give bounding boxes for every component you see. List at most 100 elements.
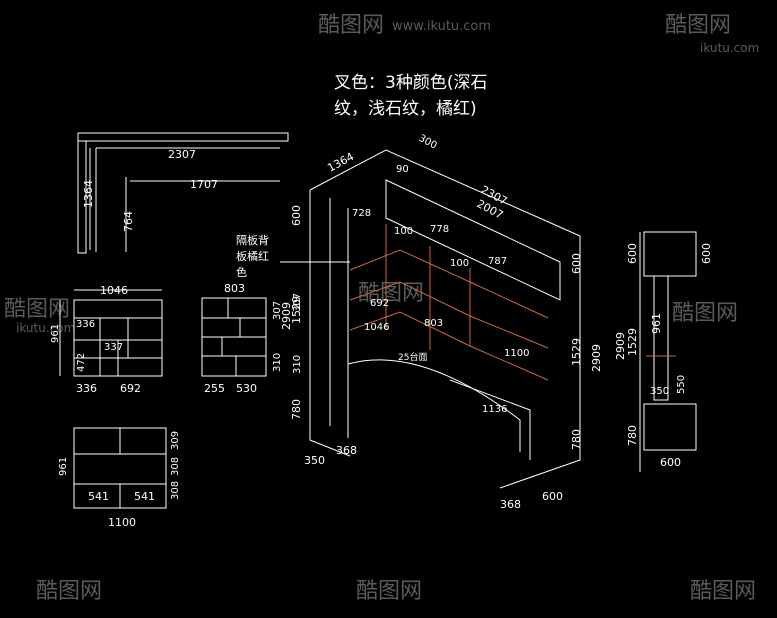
iso-left-panels [329, 198, 349, 438]
iso-left-307: 307 [292, 293, 303, 312]
elevation-c-308a: 308 [170, 457, 181, 476]
elevation-c-961: 961 [58, 457, 69, 476]
watermark-brand-bottom: 酷图网 [356, 579, 422, 604]
side-view-1529: 1529 [626, 328, 639, 356]
watermark-brand-right: 酷图网 [672, 301, 738, 326]
iso-dim-1046: 1046 [364, 322, 389, 333]
elevation-c-grid [74, 428, 166, 508]
side-view-2909: 2909 [614, 332, 627, 360]
iso-dim-1100: 1100 [504, 348, 529, 359]
watermark-url-left: ikutu.com [16, 321, 75, 335]
iso-right-2909: 2909 [590, 344, 603, 372]
iso-dim-100b: 100 [450, 258, 469, 269]
elevation-a-b692: 692 [120, 382, 141, 395]
watermark-url-top: www.ikutu.com [392, 19, 491, 34]
side-view-600-bottom: 600 [660, 456, 681, 469]
elevation-a-dims [59, 289, 162, 376]
elevation-c-541a: 541 [88, 490, 109, 503]
iso-left-2909: 2909 [280, 302, 293, 330]
elevation-a-472: 472 [76, 353, 87, 372]
elevation-b-310: 310 [272, 353, 283, 372]
side-view-column [653, 275, 669, 401]
iso-bottom-350: 350 [304, 454, 325, 467]
elevation-b-grid [202, 298, 266, 376]
elevation-c-541b: 541 [134, 490, 155, 503]
plan-inner-lines [89, 147, 280, 252]
callout-line2: 板橘红 [236, 249, 269, 263]
iso-dim-787: 787 [488, 256, 507, 267]
plan-dim-1364: 1364 [82, 180, 95, 208]
side-view-top-box [643, 231, 697, 277]
elevation-b-255: 255 [204, 382, 225, 395]
iso-dim-778: 778 [430, 224, 449, 235]
side-view-780: 780 [626, 425, 639, 446]
elevation-c [73, 427, 167, 509]
plan-dim-764: 764 [122, 211, 135, 232]
elevation-c-1100: 1100 [108, 516, 136, 529]
iso-left-780: 780 [290, 399, 303, 420]
iso-top-cabinet [385, 179, 561, 301]
plan-dim-1707: 1707 [190, 178, 218, 191]
iso-right-600: 600 [570, 253, 583, 274]
iso-bottom-368b: 368 [500, 498, 521, 511]
side-view-550: 550 [676, 375, 687, 394]
watermark-brand-left: 酷图网 [4, 297, 70, 322]
elevation-a-961: 961 [50, 324, 61, 343]
iso-right-780: 780 [570, 429, 583, 450]
elevation-a-1046: 1046 [100, 284, 128, 297]
side-view-600a: 600 [626, 243, 639, 264]
elevation-a [59, 289, 163, 377]
iso-outer-left [309, 190, 351, 457]
iso-dim-300: 300 [417, 133, 439, 152]
plan-view [77, 132, 289, 254]
callout-line3: 色 [236, 265, 247, 279]
elevation-a-b336: 336 [76, 382, 97, 395]
watermark-url-topright: ikutu.com [700, 41, 759, 55]
iso-dim-1136: 1136 [482, 404, 507, 415]
iso-drawer [449, 379, 531, 460]
iso-right-1529: 1529 [570, 338, 583, 366]
watermark-brand-top: 酷图网 [318, 13, 384, 38]
color-note-line2: 纹，浅石纹，橘红) [334, 99, 477, 119]
iso-bottom-368a: 368 [336, 444, 357, 457]
color-note-line1: 叉色：3种颜色(深石 [334, 73, 487, 93]
elevation-a-336: 336 [76, 319, 95, 330]
elevation-b-530: 530 [236, 382, 257, 395]
watermark-brand-bottomleft: 酷图网 [36, 579, 102, 604]
watermark-brand-bottomright: 酷图网 [690, 579, 756, 604]
iso-dim-728: 728 [352, 208, 371, 219]
side-view-600b: 600 [700, 243, 713, 264]
side-view-961: 961 [650, 313, 663, 334]
plan-dim-lines [125, 177, 280, 252]
iso-dim-100a: 100 [394, 226, 413, 237]
iso-bottom-600: 600 [542, 490, 563, 503]
iso-dim-803: 803 [424, 318, 443, 329]
elevation-c-309: 309 [170, 431, 181, 450]
elevation-c-308b: 308 [170, 481, 181, 500]
iso-dim-90: 90 [396, 164, 409, 175]
side-view [639, 231, 697, 472]
elevation-a-337: 337 [104, 342, 123, 353]
elevation-b [201, 297, 267, 377]
plan-left-strip [77, 140, 87, 254]
watermark-brand-topright: 酷图网 [665, 13, 731, 38]
side-view-bottom-box [643, 403, 697, 451]
iso-outer-right [309, 149, 581, 489]
plan-dim-2307: 2307 [168, 148, 196, 161]
iso-shelf-lines [349, 224, 549, 381]
isometric-view [309, 149, 581, 489]
elevation-b-803: 803 [224, 282, 245, 295]
side-view-350: 350 [650, 386, 669, 397]
elevation-a-grid [74, 317, 162, 376]
iso-left-1529: 1529 [290, 296, 303, 324]
iso-desk-label: 25台面 [398, 351, 427, 363]
iso-dim-1364: 1364 [325, 150, 356, 175]
iso-desk-top [347, 359, 521, 452]
iso-left-310: 310 [292, 355, 303, 374]
iso-shelves [349, 224, 549, 381]
iso-left-600: 600 [290, 205, 303, 226]
elevation-b-307: 307 [272, 301, 283, 320]
callout-line1: 隔板背 [236, 233, 269, 247]
iso-dim-692: 692 [370, 298, 389, 309]
